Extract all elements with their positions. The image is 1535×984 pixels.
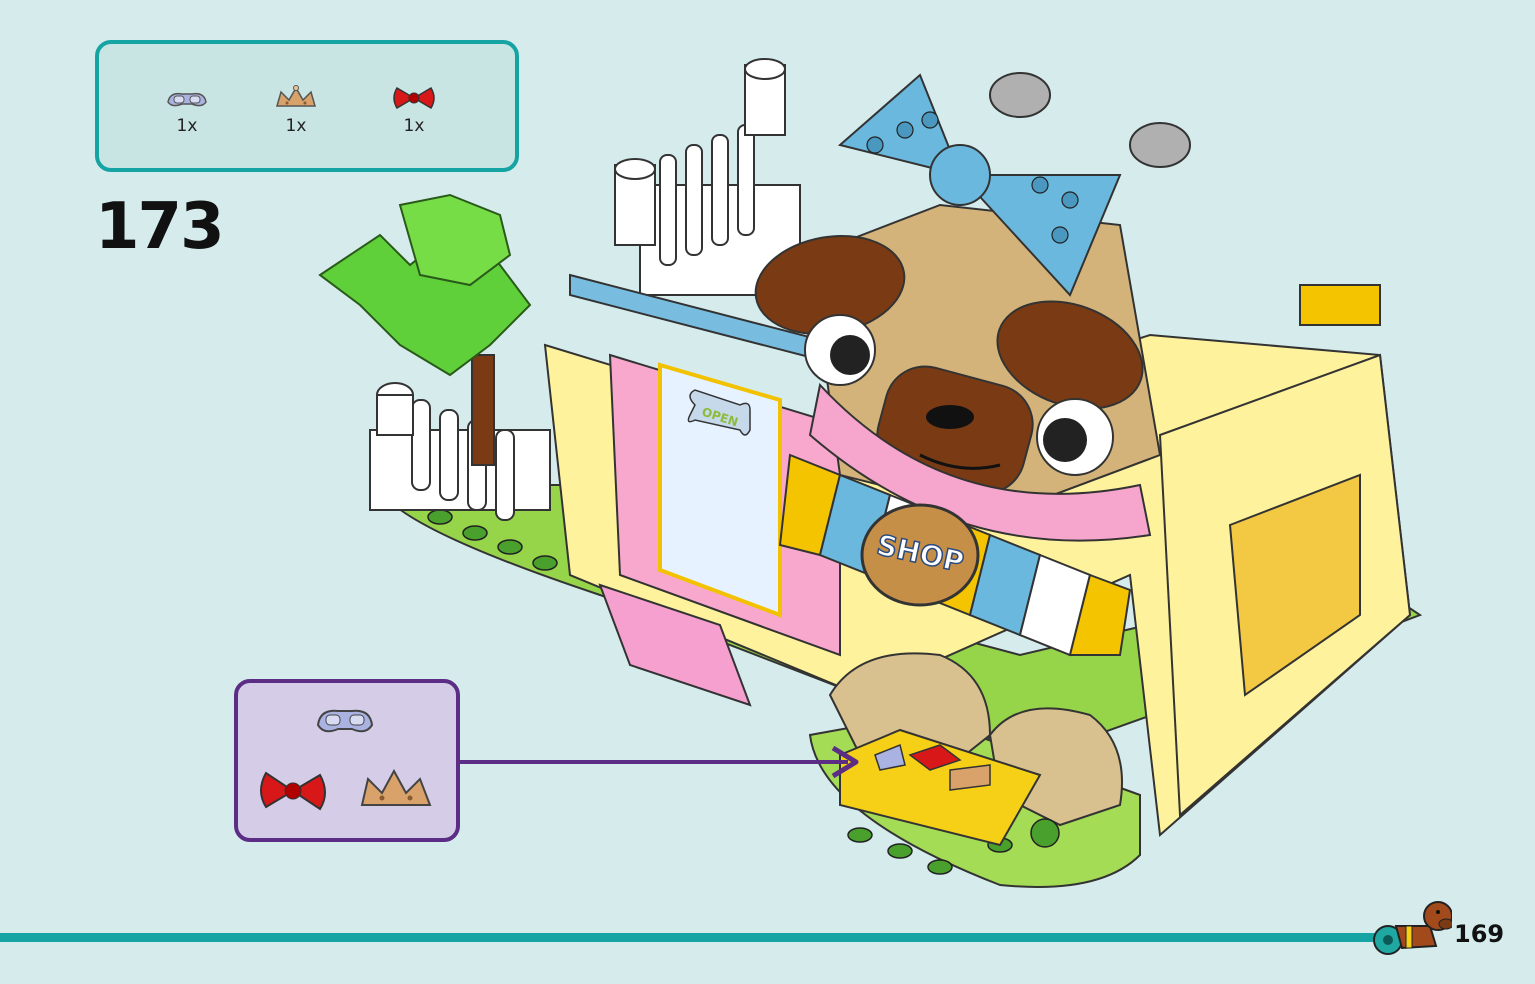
parts-list-box: 1x 1x 1x: [95, 40, 519, 172]
part-quantity: 1x: [403, 116, 425, 136]
callout-parts-illustration: [260, 709, 432, 811]
callout-arrow: [458, 745, 859, 779]
part-bow: 1x: [384, 84, 444, 136]
crown-icon: [360, 768, 432, 806]
part-goggles: 1x: [157, 84, 217, 136]
goggles-icon: [316, 709, 374, 733]
part-quantity: 1x: [285, 116, 307, 136]
step-number: 173: [95, 190, 225, 264]
page-number: 169: [1454, 920, 1505, 948]
sub-assembly-callout: [234, 679, 460, 842]
build-illustration: OPEN: [318, 58, 1423, 888]
part-quantity: 1x: [176, 116, 198, 136]
bow-icon: [260, 771, 326, 811]
goggles-icon: [167, 92, 207, 107]
part-crown: 1x: [266, 84, 326, 136]
dog-toy-icon: [1373, 901, 1452, 955]
crown-icon: [276, 85, 316, 107]
footer-divider: [0, 933, 1380, 942]
bow-icon: [393, 86, 435, 110]
